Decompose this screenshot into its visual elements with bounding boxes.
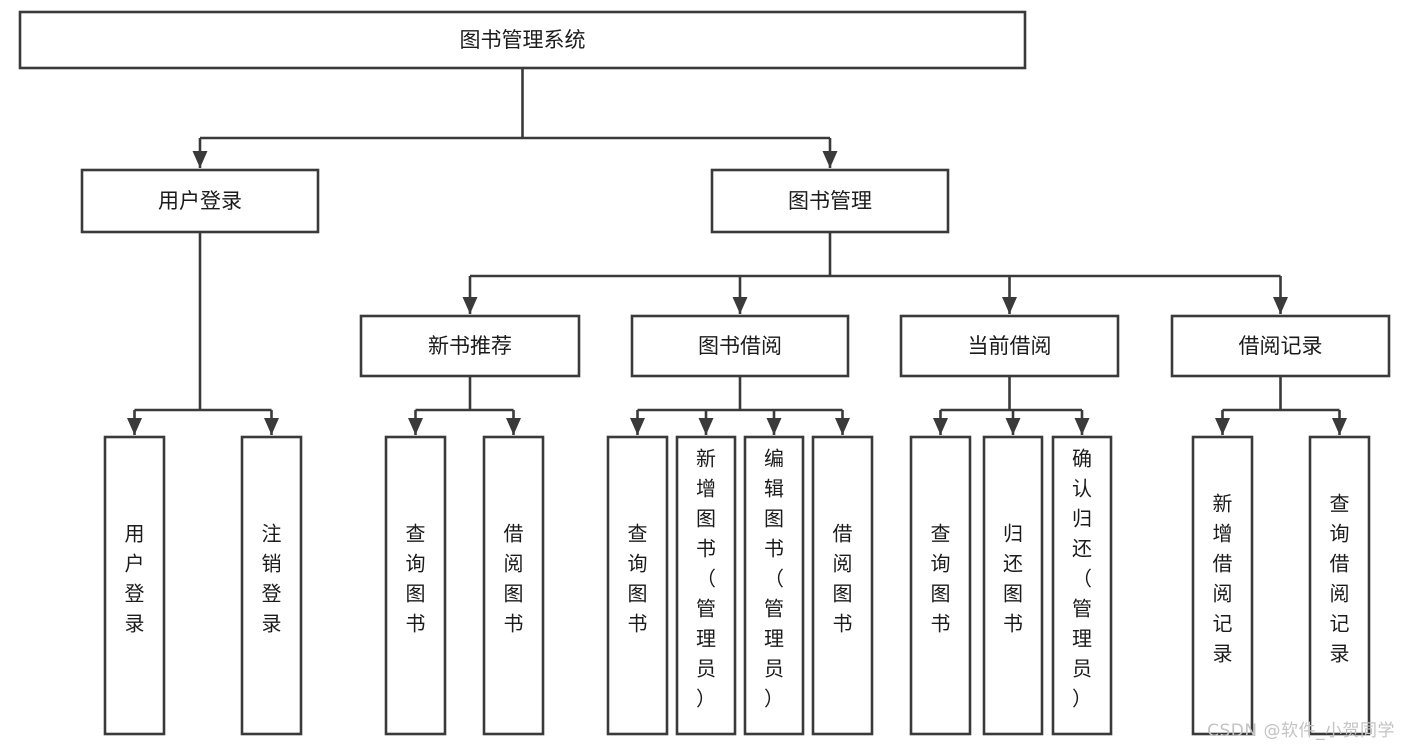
node-leaf-query-book-1[interactable] (384, 435, 447, 736)
node-boxes-layer (18, 10, 1391, 736)
node-label-leaf-add-borrow-record: 新增借阅记录 (1213, 492, 1233, 666)
node-label-root: 图书管理系统 (460, 28, 586, 52)
node-leaf-query-book-3[interactable] (909, 435, 972, 736)
node-label-leaf-logout-login: 注销登录 (262, 522, 282, 636)
arrow-head-icon (732, 297, 748, 314)
node-borrow-record[interactable] (1170, 314, 1391, 378)
node-root-root[interactable] (18, 10, 1027, 70)
node-label-leaf-borrow-book-1: 借阅图书 (504, 522, 524, 636)
arrow-head-icon (264, 418, 279, 435)
node-leaf-query-book-2[interactable] (606, 435, 669, 736)
node-label-leaf-query-book-3: 查询图书 (931, 522, 951, 636)
arrow-head-icon (1002, 297, 1017, 314)
node-label-book-management: 图书管理 (788, 189, 872, 213)
node-label-user-login: 用户登录 (158, 189, 242, 213)
node-label-leaf-confirm-return-admin: 确认归还（管理员） (1072, 447, 1092, 711)
arrow-head-icon (698, 418, 714, 435)
node-labels-layer: 图书管理系统用户登录图书管理新书推荐图书借阅当前借阅借阅记录用户登录注销登录查询… (125, 28, 1350, 711)
arrow-head-icon (822, 151, 838, 168)
node-new-book-recommend[interactable] (359, 314, 581, 378)
node-label-leaf-edit-book-admin: 编辑图书（管理员） (764, 447, 784, 711)
node-label-new-book-recommend: 新书推荐 (428, 334, 512, 358)
csdn-watermark: CSDN @软件_小贺同学 (1207, 721, 1395, 741)
node-leaf-borrow-book-2[interactable] (811, 435, 874, 736)
node-leaf-add-borrow-record[interactable] (1191, 435, 1254, 736)
connector-lines-layer (127, 68, 1347, 435)
node-label-current-borrow: 当前借阅 (968, 334, 1052, 358)
arrow-head-icon (1273, 297, 1288, 314)
node-leaf-query-borrow-record[interactable] (1308, 435, 1371, 736)
arrow-head-icon (933, 418, 948, 435)
arrow-head-icon (127, 418, 142, 435)
node-leaf-return-book[interactable] (982, 435, 1044, 736)
node-label-borrow-record: 借阅记录 (1239, 334, 1323, 358)
arrow-head-icon (835, 418, 850, 435)
node-label-leaf-user-login: 用户登录 (125, 522, 145, 636)
node-label-leaf-query-book-1: 查询图书 (406, 522, 426, 636)
arrow-head-icon (506, 418, 521, 435)
arrow-head-icon (408, 418, 423, 435)
node-label-leaf-add-book-admin: 新增图书（管理员） (696, 447, 716, 711)
arrow-head-icon (630, 418, 645, 435)
arrow-head-icon (1332, 418, 1347, 435)
arrow-head-icon (1074, 418, 1090, 435)
arrow-head-icon (192, 151, 208, 168)
arrow-head-icon (1005, 418, 1021, 435)
node-label-leaf-return-book: 归还图书 (1003, 522, 1023, 636)
node-book-borrow[interactable] (630, 314, 850, 378)
node-user-login[interactable] (80, 168, 320, 234)
node-leaf-user-login[interactable] (103, 435, 166, 736)
node-label-leaf-query-borrow-record: 查询借阅记录 (1330, 492, 1350, 666)
arrow-head-icon (1215, 418, 1230, 435)
node-label-leaf-query-book-2: 查询图书 (628, 522, 648, 636)
node-leaf-edit-book-admin[interactable] (743, 435, 805, 736)
node-leaf-borrow-book-1[interactable] (482, 435, 545, 736)
node-current-borrow[interactable] (899, 314, 1120, 378)
node-leaf-confirm-return-admin[interactable] (1051, 435, 1113, 736)
node-label-leaf-borrow-book-2: 借阅图书 (833, 522, 853, 636)
arrow-head-icon (766, 418, 782, 435)
node-leaf-add-book-admin[interactable] (675, 435, 737, 736)
node-book-management[interactable] (710, 168, 950, 234)
node-label-book-borrow: 图书借阅 (698, 334, 782, 358)
node-leaf-logout-login[interactable] (240, 435, 303, 736)
arrow-head-icon (462, 297, 478, 314)
